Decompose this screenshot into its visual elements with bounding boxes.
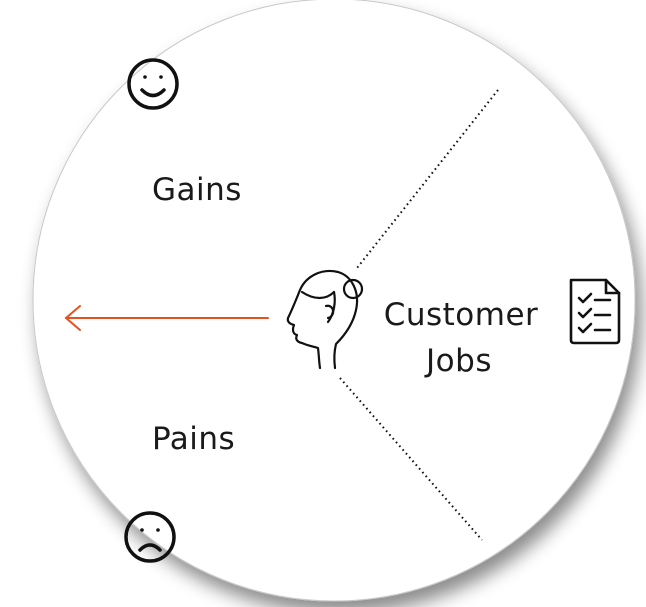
gains-label: Gains	[152, 172, 242, 208]
checklist-document-icon	[569, 278, 621, 345]
pains-label: Pains	[152, 421, 235, 457]
smiley-face-icon	[127, 58, 179, 110]
sad-face-icon	[124, 511, 176, 563]
customer-jobs-label-line2: Jobs	[424, 343, 492, 379]
left-arrow	[64, 305, 269, 331]
customer-head-icon	[286, 269, 364, 370]
lower-divider-line	[339, 377, 483, 541]
customer-jobs-label-line1: Customer	[384, 297, 539, 333]
